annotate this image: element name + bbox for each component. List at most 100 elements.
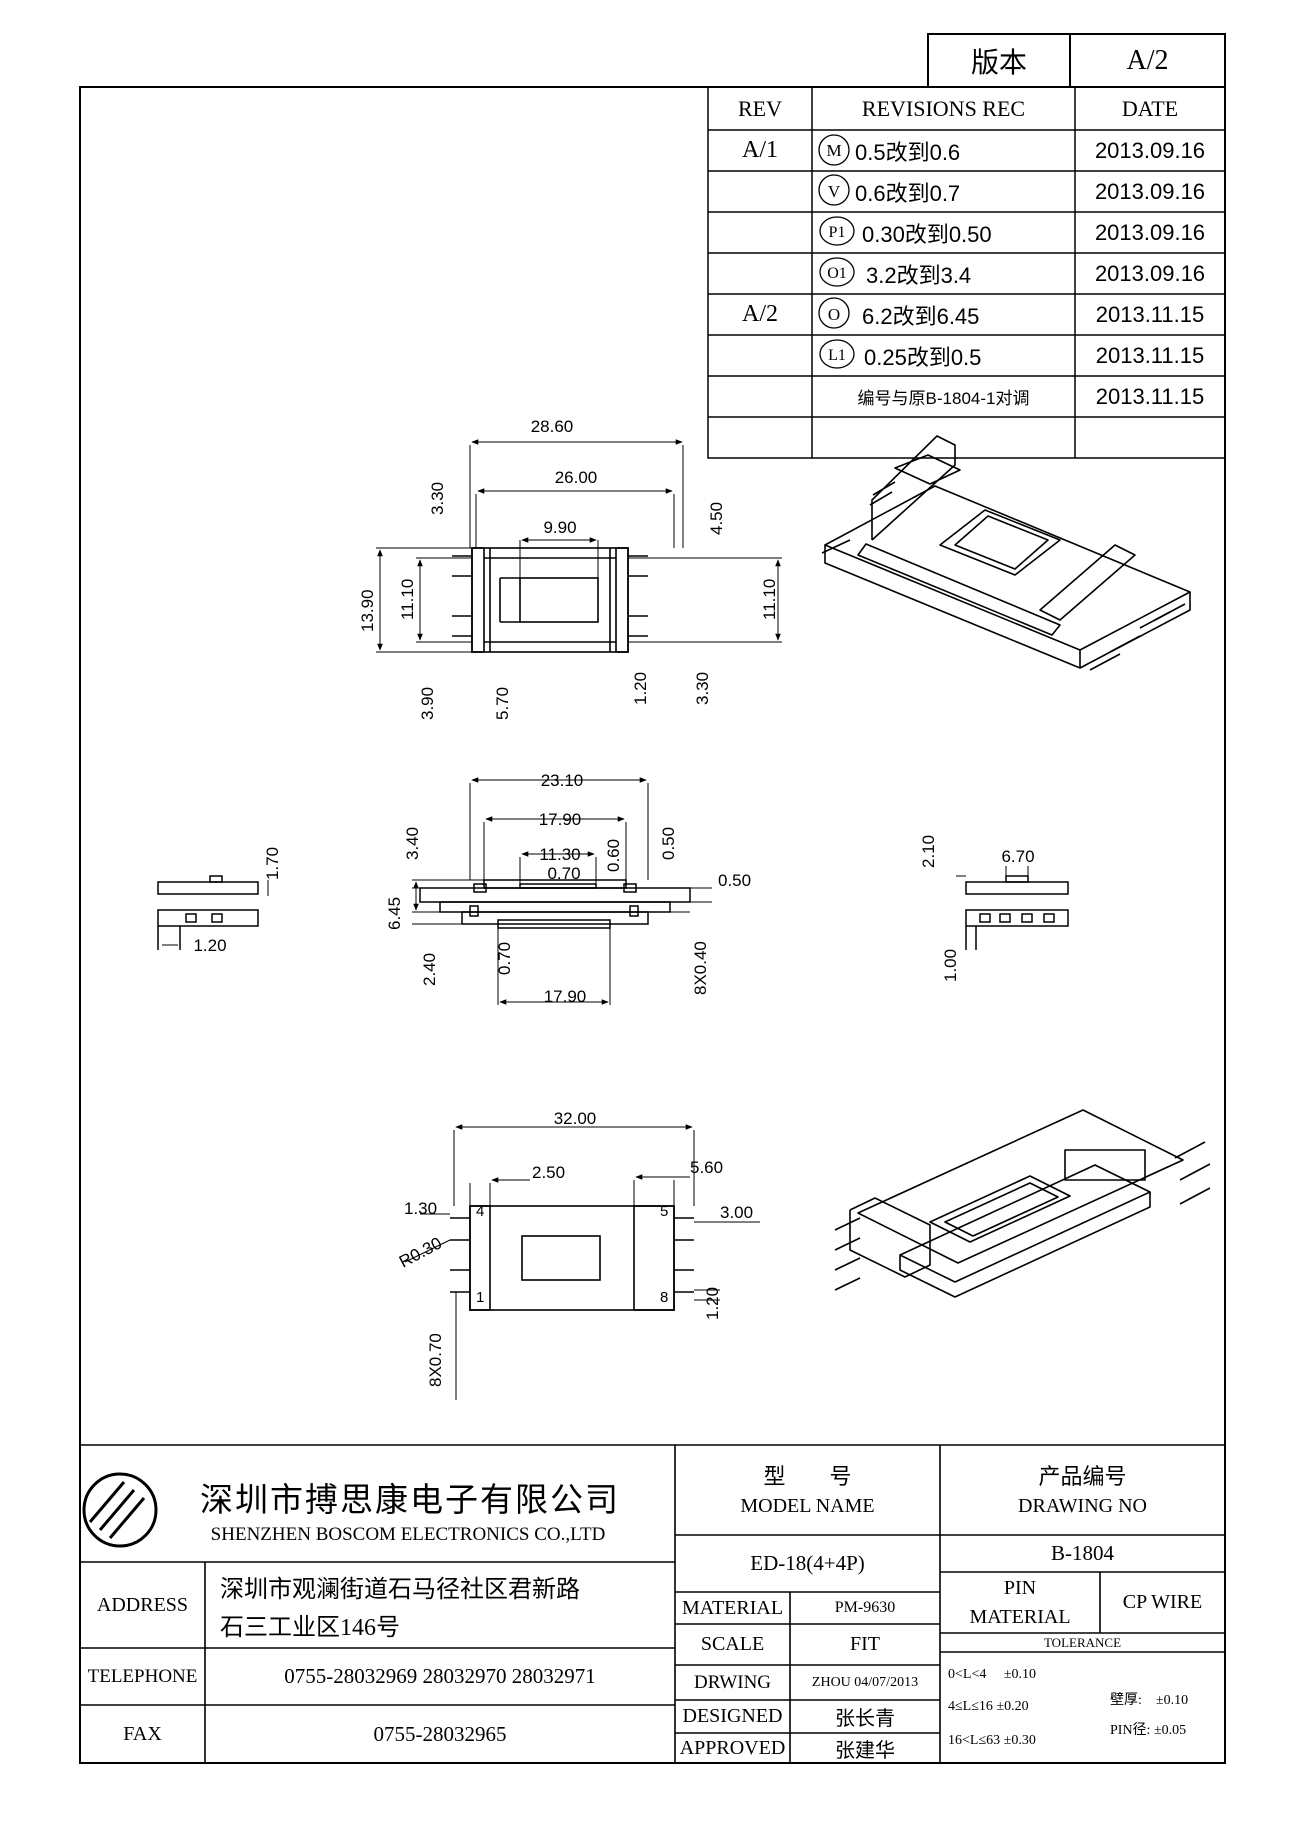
pin-label: PIN — [1003, 1576, 1037, 1599]
rev-header: REV — [738, 95, 782, 121]
dim-n-value: 0.70 — [547, 864, 580, 883]
dim-p1-value: 0.50 — [718, 871, 751, 890]
revision-table-grid — [707, 86, 1226, 459]
rev-row-1-date: 2013.09.16 — [1094, 137, 1206, 163]
rev-row-1-text: 0.5改到0.6 — [855, 139, 961, 165]
top-view-dim-labels: 28.60 26.00 9.90 3.30 4.50 13.90 11.10 1… — [358, 417, 779, 720]
company-name-en: SHENZHEN BOSCOM ELECTRONICS CO.,LTD — [210, 1524, 606, 1545]
scale-value: FIT — [850, 1633, 880, 1655]
dim-m-value: 0.60 — [604, 839, 623, 872]
dim-r-value: 2.40 — [420, 953, 439, 986]
rev-row-5-text: 6.2改到6.45 — [862, 303, 980, 329]
rev-row-4-text: 3.2改到3.4 — [866, 262, 972, 288]
bottom-view-dim-labels: 32.00 2.50 5.60 1.30 3.00 R0.30 1.20 8X0… — [396, 1109, 753, 1387]
dim-l-value: 11.30 — [539, 845, 580, 864]
fax-value: 0755-28032965 — [373, 1721, 507, 1746]
dim-b-value: 26.00 — [555, 468, 598, 487]
rev-mark-p1-circle — [819, 216, 855, 246]
rev-row-2-date: 2013.09.16 — [1094, 178, 1206, 204]
dim-s1-value: 1.20 — [193, 936, 226, 955]
company-logo — [82, 1472, 158, 1548]
wall-thickness-tolerance: 壁厚: ±0.10 — [1110, 1693, 1189, 1708]
dim-o1-value: 3.40 — [403, 827, 422, 860]
dim-f2-value: 11.10 — [760, 579, 779, 620]
pin-material-label: MATERIAL — [969, 1605, 1071, 1628]
fax-label: FAX — [123, 1722, 162, 1745]
drawing-no-cn: 产品编号 — [1038, 1464, 1127, 1489]
rev-row-5-rev: A/2 — [742, 301, 778, 327]
date-header: DATE — [1121, 95, 1179, 121]
rev-mark-l1-circle — [819, 339, 855, 369]
dim-w-value: 32.00 — [554, 1109, 597, 1128]
revisions-rec-header: REVISIONS REC — [861, 95, 1026, 121]
dim-h-value: 5.70 — [493, 687, 512, 720]
rev-row-6-text: 0.25改到0.5 — [864, 344, 982, 370]
drawing-no-en: DRAWING NO — [1018, 1494, 1147, 1517]
rev-row-7-text: 编号与原B-1804-1对调 — [857, 389, 1030, 408]
pin-5-label: 5 — [660, 1203, 668, 1220]
dim-h1-value: 1.20 — [631, 672, 650, 705]
tolerance-row-1: 0<L<4 ±0.10 — [948, 1667, 1037, 1682]
rev-row-4-mark: O1 — [827, 264, 847, 282]
dim-b1-value: 1.30 — [404, 1199, 437, 1218]
top-view-dimensions — [376, 439, 782, 653]
dim-o-value: 6.45 — [385, 897, 404, 930]
company-name-cn: 深圳市搏思康电子有限公司 — [200, 1483, 620, 1519]
dim-a-value: 28.60 — [531, 417, 574, 436]
tolerance-row-3: 16<L≤63 ±0.30 — [948, 1733, 1036, 1748]
pin-1-label: 1 — [476, 1289, 484, 1306]
rev-row-5-mark: O — [827, 304, 841, 324]
material-label: MATERIAL — [681, 1596, 784, 1619]
right-side-view — [956, 866, 1069, 950]
dim-f1-value: 11.10 — [398, 579, 417, 620]
dim-z-value: 2.10 — [919, 835, 938, 868]
front-side-view-dimensions — [412, 777, 712, 1005]
pin-diameter-tolerance: PIN径: ±0.05 — [1110, 1723, 1187, 1738]
material-value: PM-9630 — [834, 1599, 896, 1616]
rev-row-7-date: 2013.11.15 — [1095, 383, 1205, 409]
left-side-view — [157, 875, 269, 950]
dim-q-value: 6.70 — [1001, 847, 1034, 866]
dim-j-value: 23.10 — [541, 771, 584, 790]
tolerance-label: TOLERANCE — [1043, 1634, 1122, 1650]
rev-row-5-date: 2013.11.15 — [1095, 301, 1205, 327]
model-name-cn: 型 号 — [763, 1464, 852, 1489]
drawing-label: DRWING — [693, 1671, 772, 1693]
rev-row-2-mark: V — [827, 181, 841, 201]
telephone-label: TELEPHONE — [87, 1665, 198, 1687]
rev-mark-o-circle — [818, 297, 850, 329]
dim-c-value: 9.90 — [543, 518, 576, 537]
rev-row-2-text: 0.6改到0.7 — [855, 180, 961, 206]
dim-u-value: 17.90 — [544, 987, 587, 1006]
rev-row-3-text: 0.30改到0.50 — [862, 221, 992, 247]
pin-8-label: 8 — [660, 1289, 668, 1306]
top-view — [452, 547, 648, 653]
designed-value: 张长青 — [835, 1708, 895, 1730]
pin-4-label: 4 — [476, 1203, 484, 1220]
rev-row-1-mark: M — [826, 140, 842, 160]
side-view-dim-labels: 1.70 1.20 23.10 17.90 11.30 0.70 0.60 0.… — [193, 771, 1034, 1006]
bottom-view — [450, 1205, 694, 1311]
rev-row-1-rev: A/1 — [742, 137, 778, 163]
dim-r-value: R0.30 — [396, 1233, 445, 1271]
scale-label: SCALE — [700, 1633, 765, 1655]
pin-material-value: CP WIRE — [1122, 1591, 1203, 1613]
approved-value: 张建华 — [835, 1739, 895, 1762]
address-label: ADDRESS — [96, 1593, 189, 1616]
dim-z1-value: 1.00 — [941, 949, 960, 982]
model-name-value: ED-18(4+4P) — [750, 1551, 865, 1575]
dim-b3-value: 1.20 — [703, 1287, 722, 1320]
drawing-border — [79, 86, 1226, 1764]
model-name-en: MODEL NAME — [740, 1494, 875, 1517]
tolerance-row-2: 4≤L≤16 ±0.20 — [948, 1699, 1029, 1714]
dim-v-value: 0.70 — [495, 942, 514, 975]
isometric-view-top — [821, 435, 1191, 671]
address-line-1: 深圳市观澜街道石马径社区君新路 — [220, 1576, 580, 1603]
rev-row-3-date: 2013.09.16 — [1094, 219, 1206, 245]
drawing-date: ZHOU 04/07/2013 — [811, 1674, 919, 1690]
dim-g-value: 3.90 — [418, 687, 437, 720]
rev-row-3-mark: P1 — [828, 223, 846, 241]
rev-row-6-date: 2013.11.15 — [1095, 342, 1205, 368]
dim-b2-value: 3.00 — [720, 1203, 753, 1222]
